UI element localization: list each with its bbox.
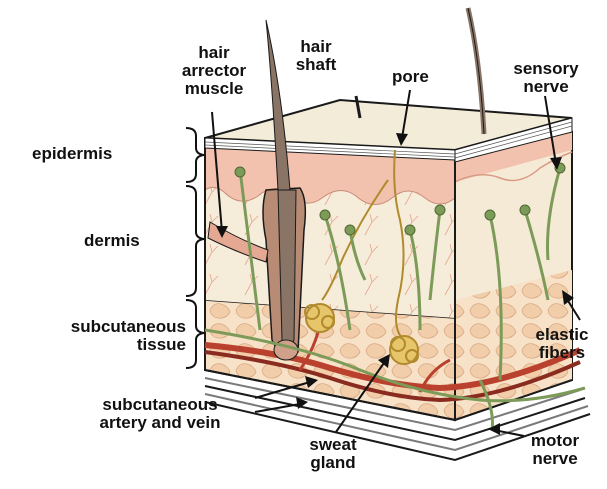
label-elastic-fibers-line1: elastic bbox=[520, 326, 604, 344]
label-hair-shaft-line2: shaft bbox=[284, 56, 348, 74]
label-motor-nerve-line1: motor bbox=[522, 432, 588, 450]
label-dermis: dermis bbox=[84, 232, 140, 250]
label-hair-arrector-muscle-line3: muscle bbox=[164, 80, 264, 98]
label-motor-nerve-line2: nerve bbox=[522, 450, 588, 468]
label-subcutaneous-tissue-line2: tissue bbox=[10, 336, 186, 354]
label-subcutaneous-artery-and-vein: subcutaneous artery and vein bbox=[70, 396, 250, 432]
label-motor-nerve: motor nerve bbox=[522, 432, 588, 468]
label-hair-arrector-muscle-line1: hair bbox=[164, 44, 264, 62]
label-epidermis: epidermis bbox=[32, 145, 112, 163]
layer-braces bbox=[186, 128, 204, 368]
label-artery-vein-line2: artery and vein bbox=[70, 414, 250, 432]
label-elastic-fibers-line2: fibers bbox=[520, 344, 604, 362]
label-pore: pore bbox=[392, 68, 429, 86]
label-sweat-gland-line2: gland bbox=[300, 454, 366, 472]
label-subcutaneous-tissue-line1: subcutaneous bbox=[10, 318, 186, 336]
label-hair-shaft-line1: hair bbox=[284, 38, 348, 56]
label-sensory-nerve-line2: nerve bbox=[500, 78, 592, 96]
label-artery-vein-line1: subcutaneous bbox=[70, 396, 250, 414]
label-hair-arrector-muscle: hair arrector muscle bbox=[164, 44, 264, 98]
label-sweat-gland-line1: sweat bbox=[300, 436, 366, 454]
label-sensory-nerve: sensory nerve bbox=[500, 60, 592, 96]
label-subcutaneous-tissue: subcutaneous tissue bbox=[10, 318, 186, 354]
label-sweat-gland: sweat gland bbox=[300, 436, 366, 472]
label-elastic-fibers: elastic fibers bbox=[520, 326, 604, 362]
label-hair-shaft: hair shaft bbox=[284, 38, 348, 74]
label-hair-arrector-muscle-line2: arrector bbox=[164, 62, 264, 80]
label-sensory-nerve-line1: sensory bbox=[500, 60, 592, 78]
